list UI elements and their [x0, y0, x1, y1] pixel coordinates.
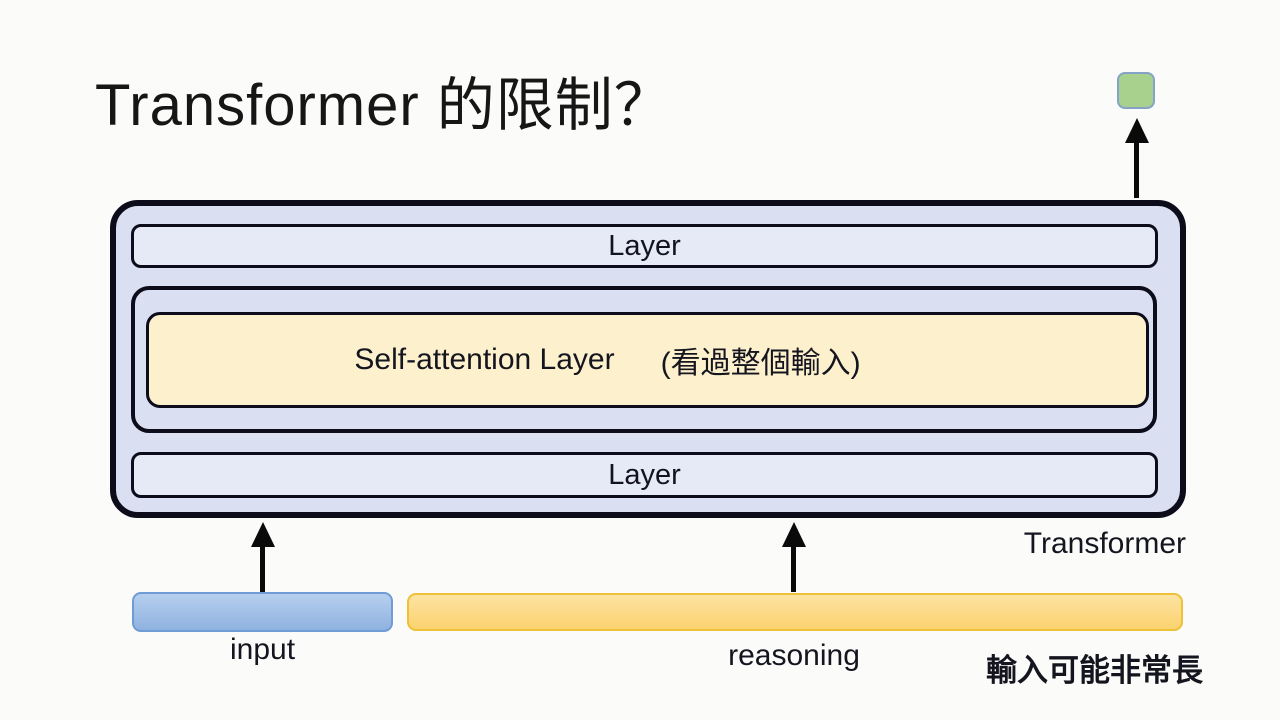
layer-block-bottom: Layer	[131, 452, 1158, 498]
transformer-label: Transformer	[1023, 527, 1186, 560]
input-arrow-icon	[250, 522, 275, 592]
arrow-head	[781, 522, 806, 547]
input-label: input	[229, 633, 296, 666]
arrow-head	[1124, 118, 1149, 143]
self-attention-block: Self-attention Layer (看過整個輸入)	[146, 312, 1149, 408]
reasoning-bar	[407, 593, 1183, 631]
attention-wrapper-box: Self-attention Layer (看過整個輸入)	[131, 286, 1157, 433]
layer-top-label: Layer	[608, 229, 681, 262]
input-bar	[132, 592, 393, 632]
arrow-shaft	[260, 547, 265, 592]
reasoning-arrow-icon	[781, 522, 806, 592]
layer-block-top: Layer	[131, 224, 1158, 268]
arrow-head	[250, 522, 275, 547]
reasoning-label: reasoning	[728, 639, 860, 672]
output-token-icon	[1117, 72, 1155, 109]
self-attention-label: Self-attention Layer	[354, 343, 615, 376]
output-arrow-icon	[1124, 118, 1149, 198]
page-title: Transformer 的限制？	[95, 73, 673, 138]
arrow-shaft	[1134, 143, 1139, 198]
self-attention-annotation: (看過整個輸入)	[660, 347, 861, 380]
layer-bottom-label: Layer	[608, 458, 681, 491]
arrow-shaft	[791, 547, 796, 592]
input-length-note: 輸入可能非常長	[986, 653, 1203, 688]
transformer-box: Layer Self-attention Layer (看過整個輸入) Laye…	[110, 200, 1186, 518]
